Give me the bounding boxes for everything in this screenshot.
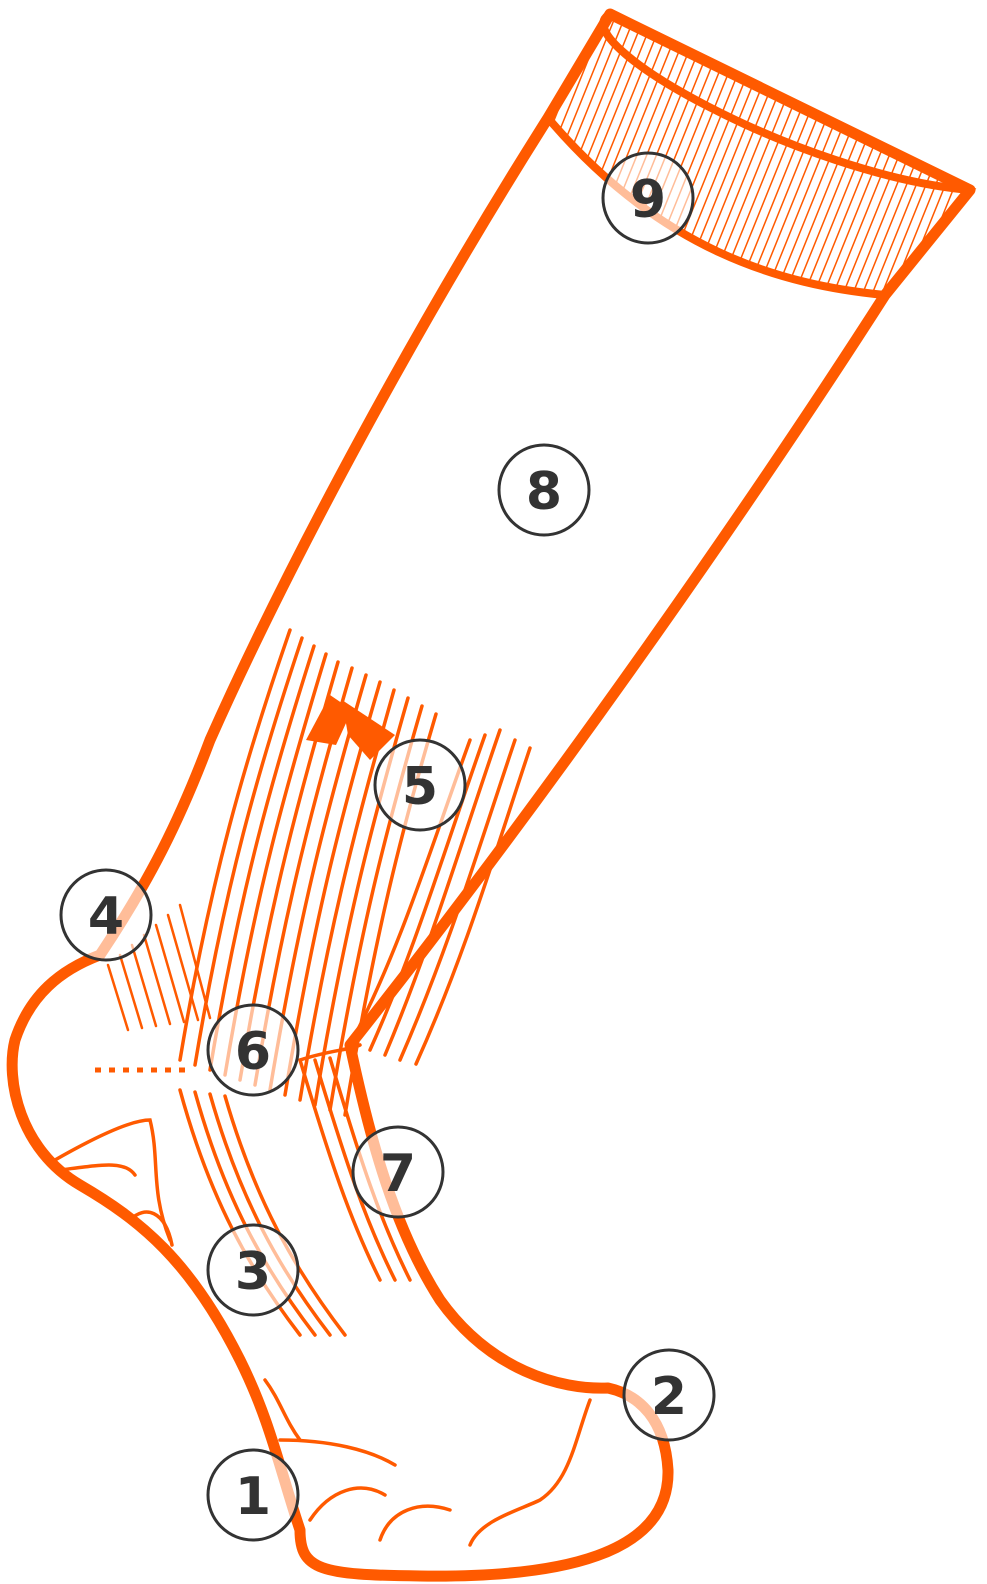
toe-lines [263,1378,592,1547]
marker-label: 6 [235,1022,271,1082]
marker-circle [351,1125,445,1219]
marker-label: 7 [380,1144,416,1204]
marker-circle [601,151,695,245]
callout-markers: 1 2 3 4 5 6 7 8 9 [59,151,716,1542]
marker-circle [206,1223,300,1317]
marker-label: 8 [526,462,562,522]
marker-7: 7 [351,1125,445,1219]
marker-circle [206,1003,300,1097]
marker-label: 1 [235,1467,271,1527]
marker-circle [622,1348,716,1442]
marker-label: 5 [402,757,438,817]
marker-label: 3 [235,1242,271,1302]
marker-circle [59,868,153,962]
marker-label: 4 [88,887,124,947]
marker-6: 6 [206,1003,300,1097]
marker-8: 8 [497,443,591,537]
sock-outline [6,8,976,1582]
ankle-hatch [95,903,212,1073]
marker-circle [497,443,591,537]
marker-circle [373,738,467,832]
marker-4: 4 [59,868,153,962]
marker-label: 2 [651,1367,687,1427]
marker-1: 1 [206,1448,300,1542]
marker-9: 9 [601,151,695,245]
marker-label: 9 [630,170,666,230]
cuff-band [544,10,977,299]
marker-3: 3 [206,1223,300,1317]
marker-5: 5 [373,738,467,832]
brand-logo [306,695,395,760]
marker-2: 2 [622,1348,716,1442]
marker-circle [206,1448,300,1542]
